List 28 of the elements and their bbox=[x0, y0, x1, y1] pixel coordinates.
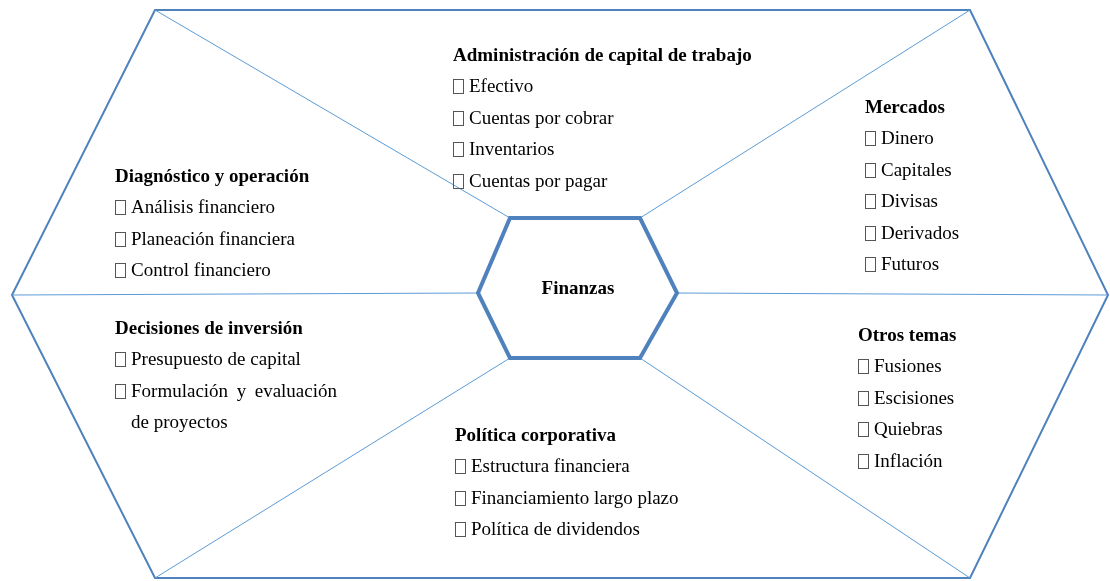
list-item: Escisiones bbox=[874, 385, 956, 410]
list-item: Divisas bbox=[881, 189, 939, 213]
list-item: Política de dividendos bbox=[471, 517, 641, 541]
list-item: Capitales bbox=[881, 157, 953, 182]
list-item: Cuentas por cobrar bbox=[469, 105, 615, 130]
list-item: Cuentas por pagar bbox=[469, 168, 609, 193]
section-heading: Otros temas bbox=[858, 323, 957, 347]
list-item: Dinero bbox=[881, 126, 935, 150]
list-item: Inflación bbox=[874, 448, 944, 473]
section-heading: Política corporativa bbox=[455, 423, 616, 447]
list-item: Formulación y evaluación de proyectos bbox=[131, 378, 337, 434]
list-item: Presupuesto de capital bbox=[131, 347, 302, 371]
list-item: Fusiones bbox=[874, 354, 943, 378]
list-item: Futuros bbox=[881, 252, 941, 276]
list-item: Financiamiento largo plazo bbox=[471, 485, 680, 510]
list-item: Efectivo bbox=[469, 74, 535, 98]
section-heading: Mercados bbox=[865, 95, 945, 119]
section-heading: Decisiones de inversión bbox=[115, 316, 303, 340]
list-item: Planeación financiera bbox=[131, 226, 297, 251]
list-item: Estructura financiera bbox=[471, 454, 631, 478]
list-item: Análisis financiero bbox=[131, 195, 277, 219]
list-item: Quiebras bbox=[874, 417, 944, 441]
section-heading: Diagnóstico y operación bbox=[115, 164, 310, 188]
list-item: Control financiero bbox=[131, 258, 272, 282]
list-item: Derivados bbox=[881, 220, 961, 245]
section-heading: Administración de capital de trabajo bbox=[453, 43, 752, 67]
center-label: Finanzas bbox=[541, 277, 615, 299]
list-item: Inventarios bbox=[469, 137, 556, 161]
